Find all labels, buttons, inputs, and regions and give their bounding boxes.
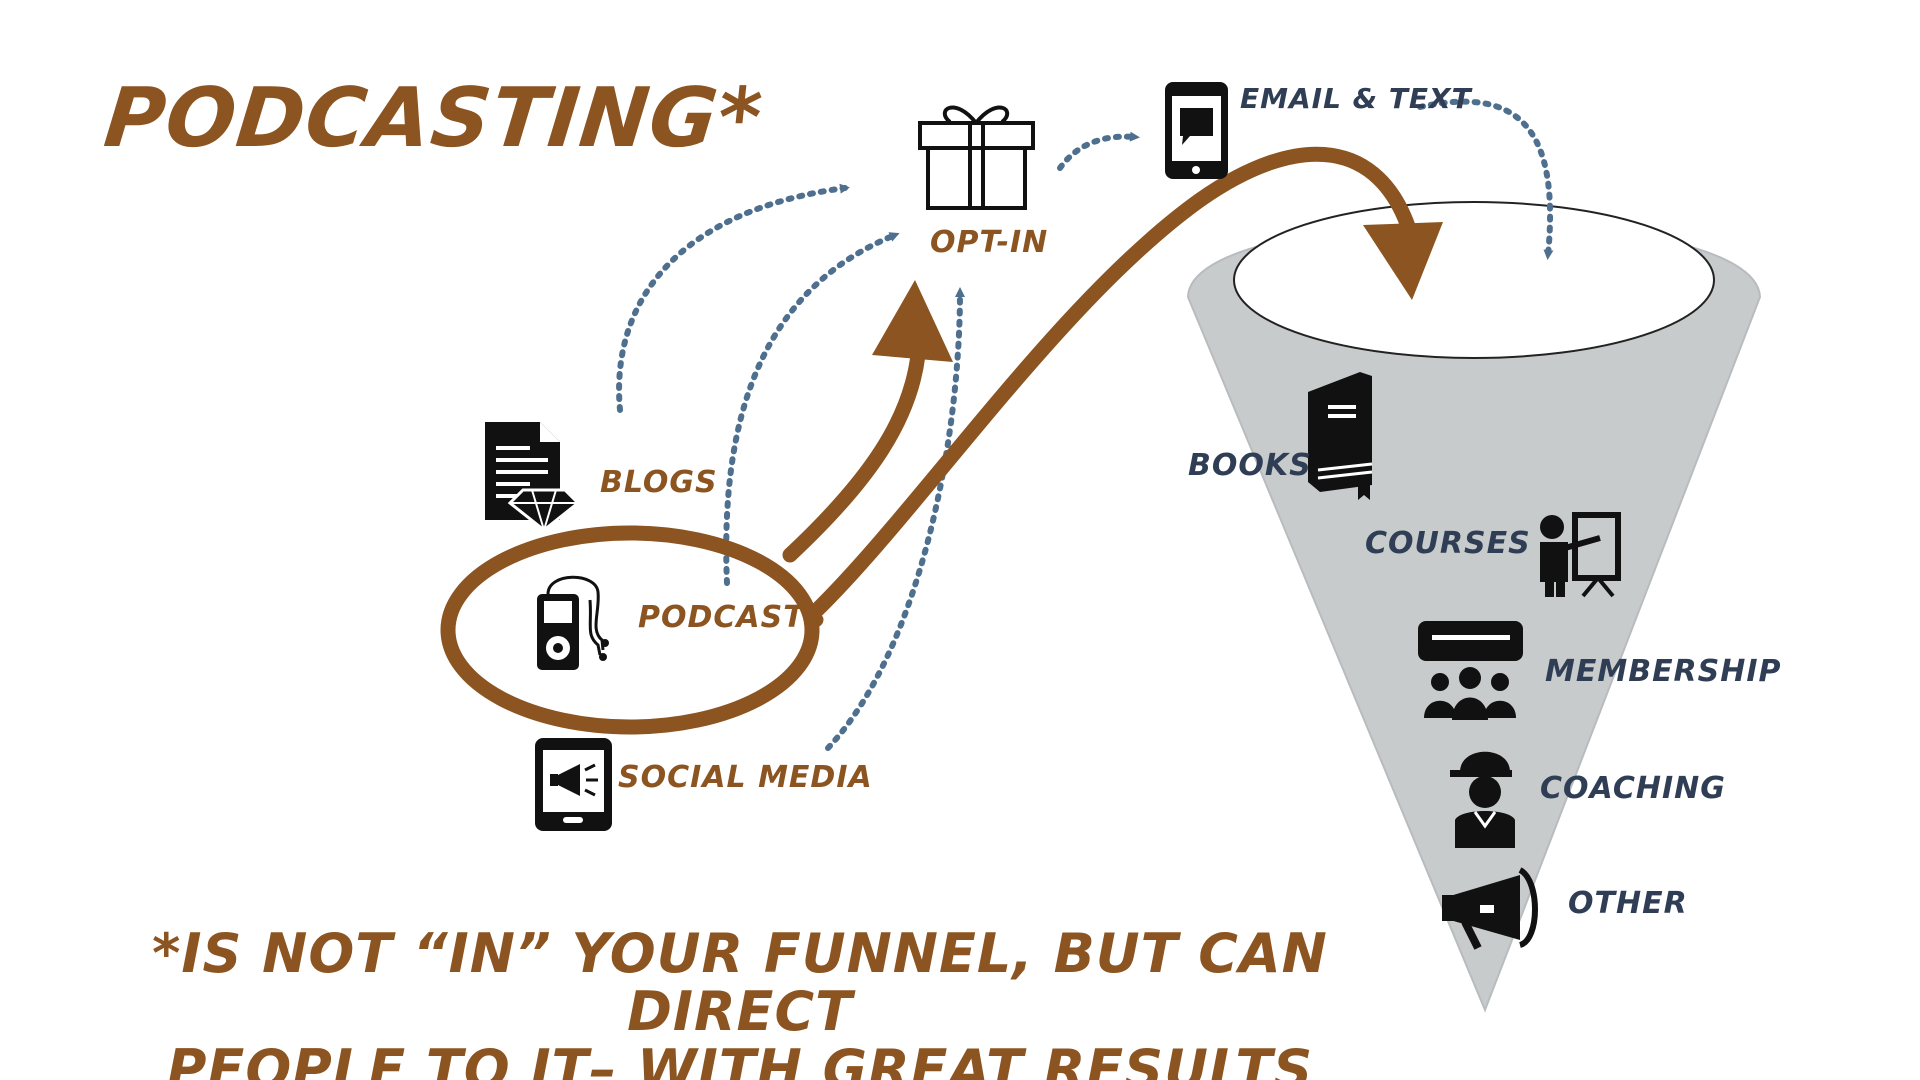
footnote: *IS NOT “IN” YOUR FUNNEL, BUT CAN DIRECT… [120,925,1360,1080]
optin-to-email-arrow [1057,131,1140,171]
blogs-label: BLOGS [600,465,718,500]
podcasts-label: PODCASTS [638,600,828,635]
podcasts-to-funnel-brown-arrow [807,146,1443,620]
document-icon [485,422,581,532]
footnote-line-2: PEOPLE TO IT– WITH GREAT RESULTS [166,1038,1314,1080]
social-to-optin-arrow [825,287,965,751]
megaphone-icon [1442,867,1538,950]
group-chat-icon [1418,621,1523,720]
phone-message-icon [1165,82,1228,179]
email-to-funnel-arrow [1417,98,1554,260]
podcasts-to-optin-brown-arrow [782,280,953,563]
books-label: BOOKS [1188,448,1312,483]
book-icon [1308,372,1373,500]
page-title: PODCASTING* [100,71,767,166]
podcasts-highlight-ellipse [440,525,820,735]
email-text-label: EMAIL & TEXT [1240,82,1472,115]
dotted-arrows [616,98,1554,751]
worker-icon [1450,751,1515,848]
other-label: OTHER [1568,886,1688,921]
phone-megaphone-icon [535,738,612,831]
gift-icon [918,105,1035,210]
membership-label: MEMBERSHIP [1545,654,1782,689]
blogs-to-optin-arrow [616,183,850,413]
funnel-opening [1233,201,1715,359]
podcasts-to-optin-arrow [723,232,900,586]
opt-in-label: OPT-IN [930,225,1049,260]
mp3-player-icon [537,575,609,670]
social-media-label: SOCIAL MEDIA [618,760,873,795]
presenter-icon [1540,512,1621,598]
courses-label: COURSES [1365,526,1531,561]
coaching-label: COACHING [1540,771,1726,806]
footnote-line-1: *IS NOT “IN” YOUR FUNNEL, BUT CAN DIRECT [152,922,1328,1043]
